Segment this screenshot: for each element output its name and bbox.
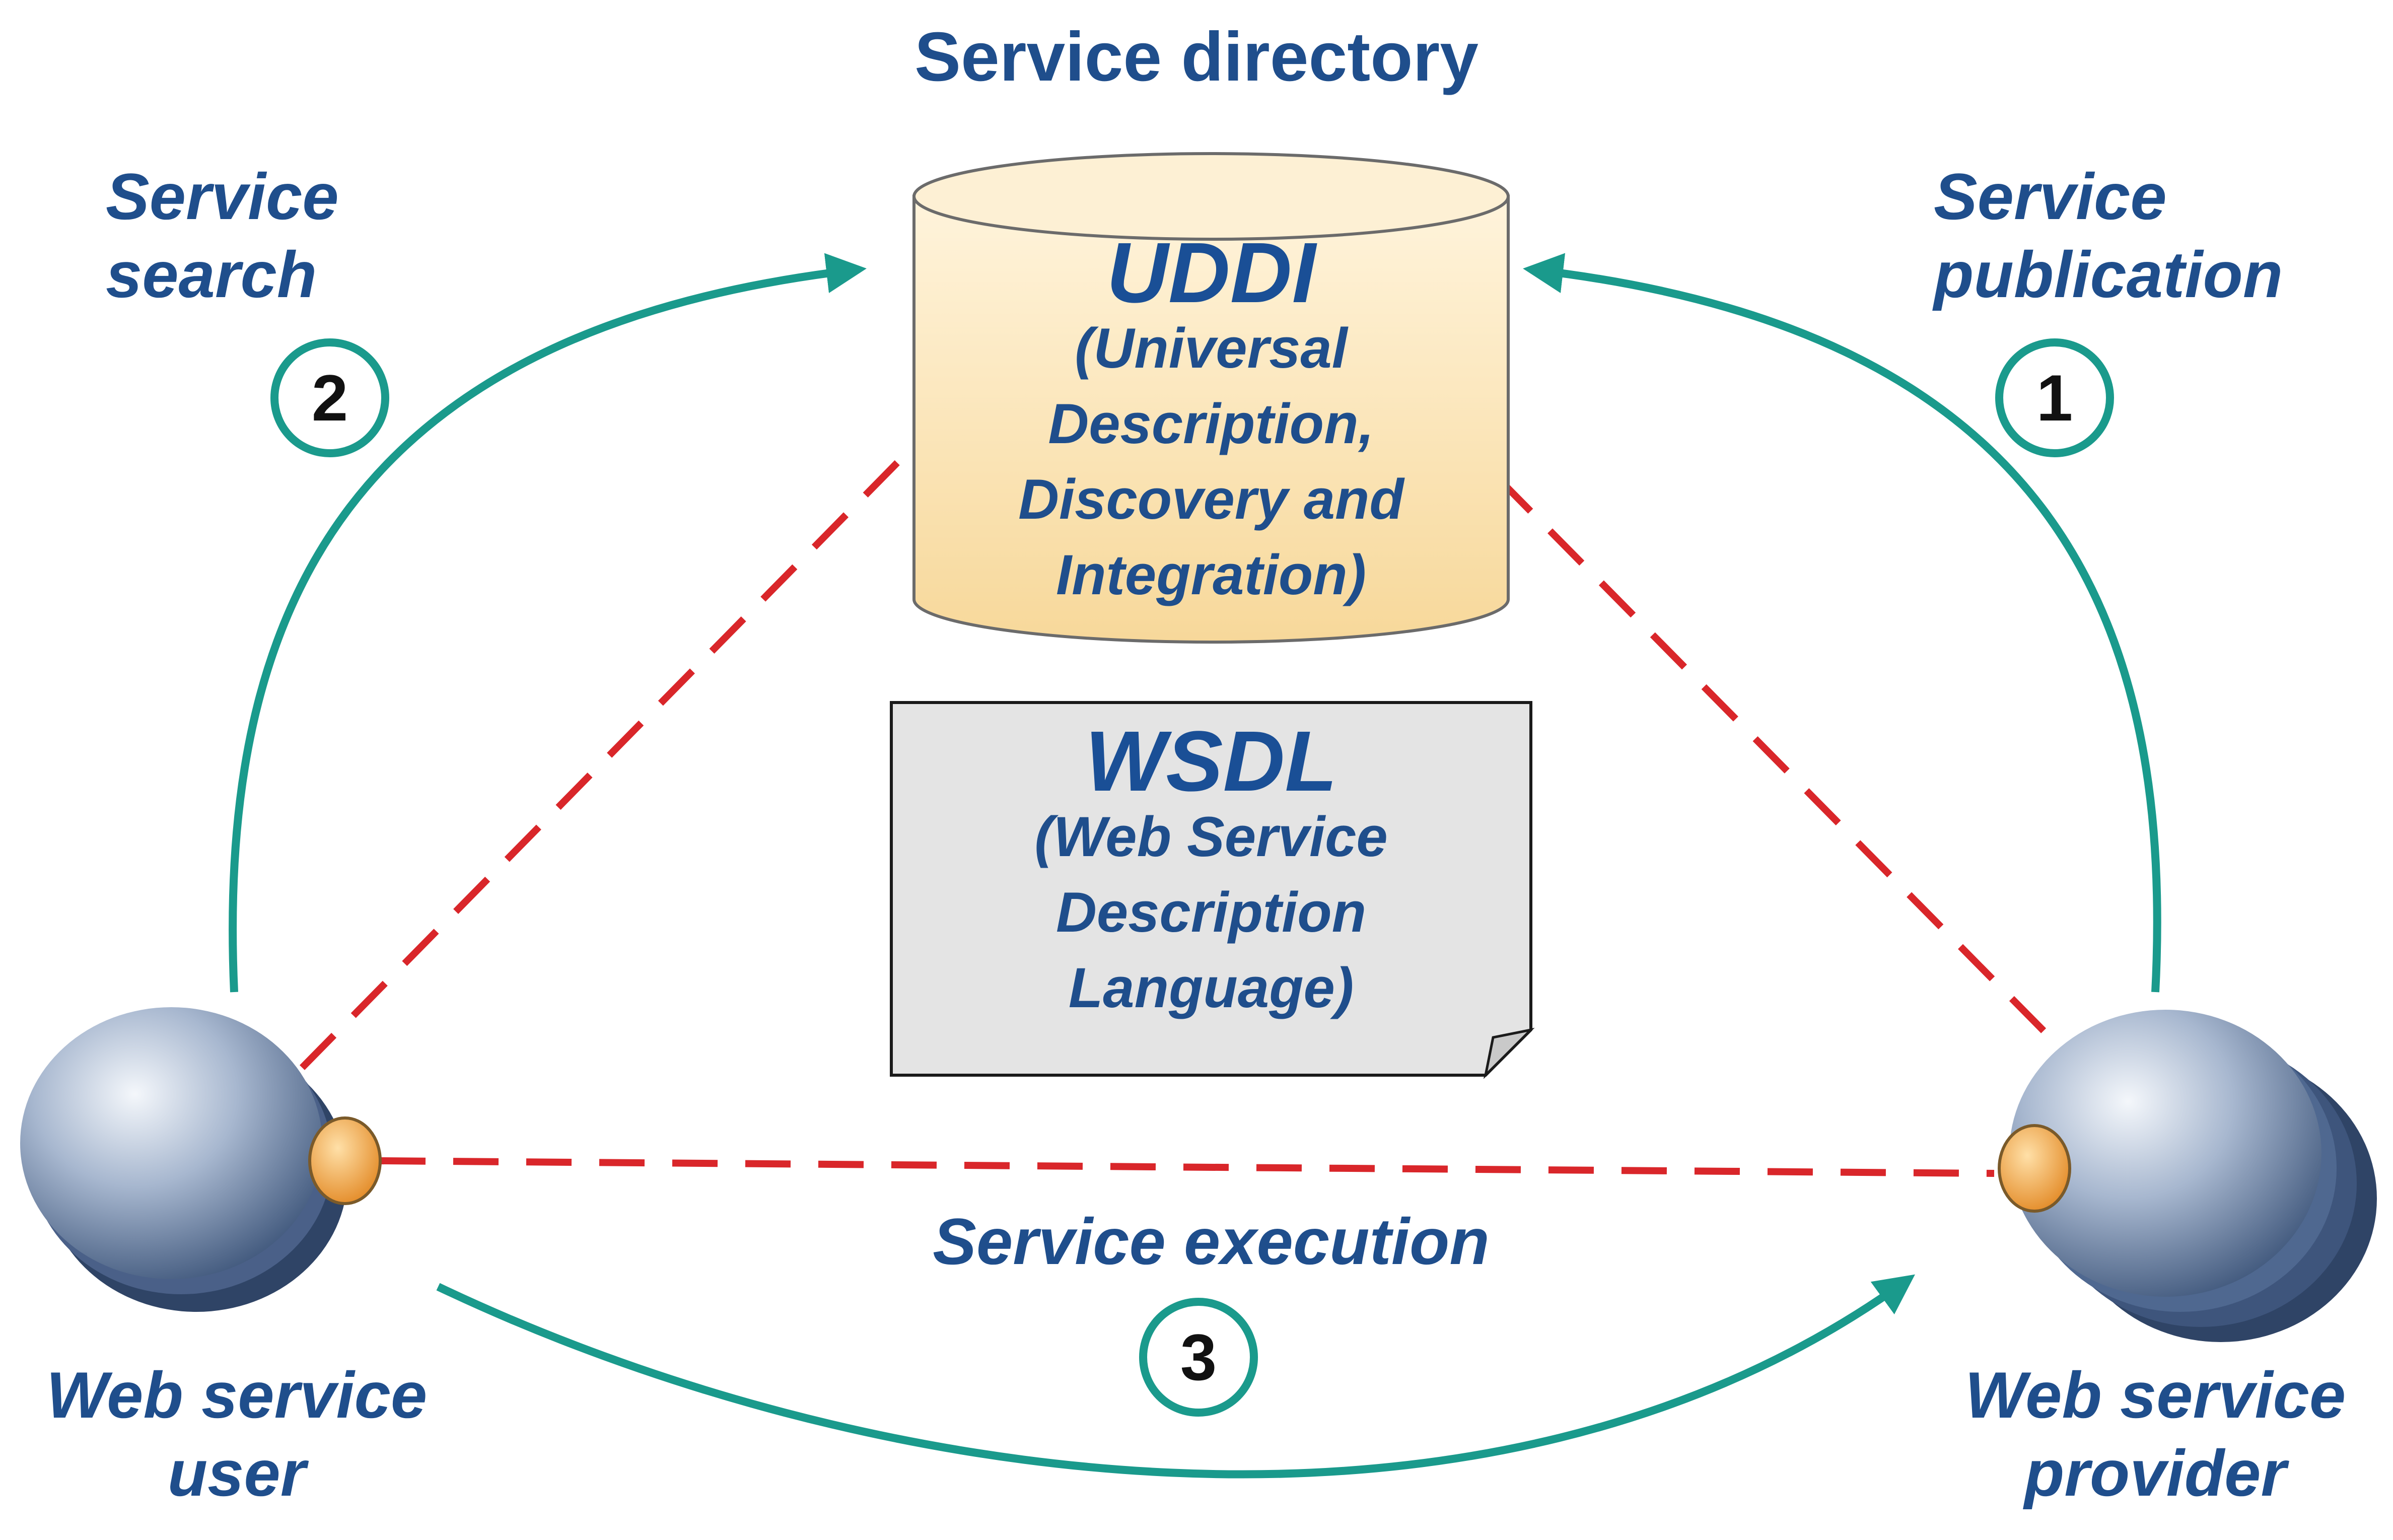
uddi-line1: (Universal <box>1075 317 1349 380</box>
uddi-line2: Description, <box>1048 392 1374 455</box>
user-connector-icon <box>308 1116 382 1205</box>
uddi-line3: Discovery and <box>1018 468 1405 531</box>
user-label-line2: user <box>168 1436 309 1510</box>
step-number-3: 3 <box>1180 1320 1217 1394</box>
execution-label: Service execution <box>933 1205 1490 1278</box>
wsdl-line2: Description <box>1056 881 1366 944</box>
execution-arrow <box>436 1274 1915 1479</box>
provider-connector-icon <box>1998 1124 2071 1213</box>
step-badge-2: 2 <box>270 338 389 457</box>
uddi-line4: Integration) <box>1056 543 1366 606</box>
flow-arrows <box>229 253 2161 1479</box>
wsdl-document <box>890 701 1535 1079</box>
uddi-name: UDDI <box>1106 225 1317 321</box>
diagram-title: Service directory <box>914 18 1479 96</box>
provider-label-line1: Web service <box>1965 1358 2346 1432</box>
wsdl-line3: Language) <box>1069 956 1354 1019</box>
publication-label-line1: Service <box>1934 160 2167 233</box>
search-label-line2: search <box>106 238 317 311</box>
user-node-icon <box>20 1007 382 1312</box>
wsdl-name: WSDL <box>1085 714 1337 809</box>
publication-arrow <box>1523 253 2161 993</box>
step-number-2: 2 <box>312 361 348 435</box>
step-badge-1: 1 <box>1995 338 2114 457</box>
search-arrow <box>229 253 867 993</box>
dashed-links <box>300 443 2097 1177</box>
search-label-line1: Service <box>106 160 339 233</box>
publication-label-line2: publication <box>1932 238 2283 311</box>
provider-node-icon <box>1998 1010 2377 1342</box>
link-user-provider <box>380 1157 1995 1177</box>
link-provider-uddi <box>1503 483 2097 1085</box>
step-badge-3: 3 <box>1139 1298 1258 1417</box>
link-user-uddi <box>300 443 917 1070</box>
user-label-line1: Web service <box>46 1358 427 1432</box>
wsdl-line1: (Web Service <box>1034 805 1387 868</box>
uddi-cylinder <box>912 152 1510 644</box>
step-number-1: 1 <box>2036 361 2073 435</box>
provider-label-line2: provider <box>2023 1436 2290 1510</box>
